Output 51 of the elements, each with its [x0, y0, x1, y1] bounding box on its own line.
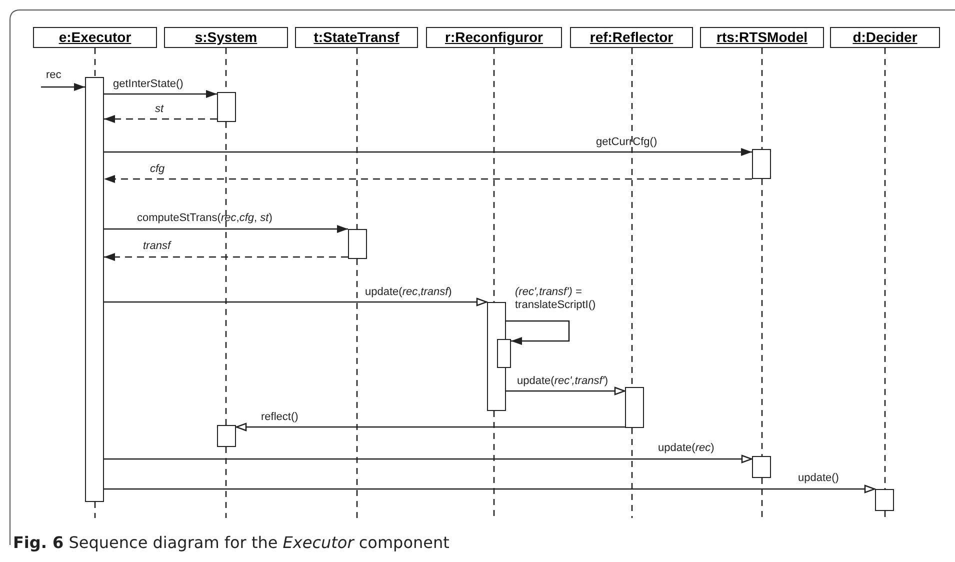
- message-label: st: [155, 103, 164, 116]
- participant-box: rts:RTSModel: [700, 27, 824, 48]
- activation-bar: [875, 489, 894, 511]
- message-arrow: [104, 148, 752, 156]
- lifeline: [761, 48, 763, 149]
- message-arrow: [104, 90, 217, 98]
- lifeline: [94, 48, 96, 77]
- message-label: update(rec,transf): [365, 286, 452, 299]
- message-arrow: [506, 386, 626, 396]
- message-arrow: [104, 298, 488, 306]
- message-label: update(rec): [658, 442, 714, 455]
- message-arrow: [104, 115, 217, 123]
- message-arrow: [236, 422, 625, 432]
- activation-bar: [497, 339, 511, 368]
- participant-box: ref:Reflector: [570, 27, 693, 48]
- message-label: update(rec',transf'): [517, 375, 608, 388]
- lifeline: [631, 48, 633, 387]
- participant-box: r:Reconfiguror: [426, 27, 562, 48]
- activation-bar: [217, 92, 236, 122]
- activation-bar: [348, 229, 367, 259]
- message-label: getCurrCfg(): [596, 136, 658, 149]
- activation-bar: [217, 425, 236, 447]
- participant-box: s:System: [164, 27, 288, 48]
- message-arrow: [104, 484, 876, 494]
- message-label: reflect(): [261, 411, 298, 424]
- message-arrow: [104, 454, 752, 464]
- message-label: getInterState(): [113, 78, 184, 91]
- message-arrow: [104, 253, 348, 261]
- message-label: computeStTrans(rec,cfg, st): [137, 212, 272, 225]
- activation-bar: [752, 149, 771, 179]
- message-label: cfg: [150, 163, 165, 176]
- lifeline: [493, 48, 495, 302]
- activation-bar: [85, 77, 104, 502]
- message-label: (rec',transf') = translateScriptI(): [515, 286, 597, 312]
- message-label: rec: [46, 69, 62, 82]
- lifeline: [356, 48, 358, 229]
- lifeline: [225, 122, 227, 425]
- message-label: update(): [798, 472, 839, 485]
- activation-bar: [752, 456, 771, 478]
- message-arrow: [104, 225, 348, 233]
- message-arrow: [104, 175, 752, 183]
- message-arrow: [41, 83, 85, 91]
- activation-bar: [625, 387, 644, 428]
- participant-box: d:Decider: [830, 27, 940, 48]
- message-arrow: [506, 320, 570, 345]
- message-label: transf: [143, 240, 171, 253]
- participant-box: e:Executor: [33, 27, 157, 48]
- lifeline: [761, 179, 763, 456]
- participant-box: t:StateTransf: [295, 27, 418, 48]
- figure-caption: Fig. 6 Sequence diagram for the Executor component: [13, 533, 450, 552]
- lifeline: [884, 48, 886, 489]
